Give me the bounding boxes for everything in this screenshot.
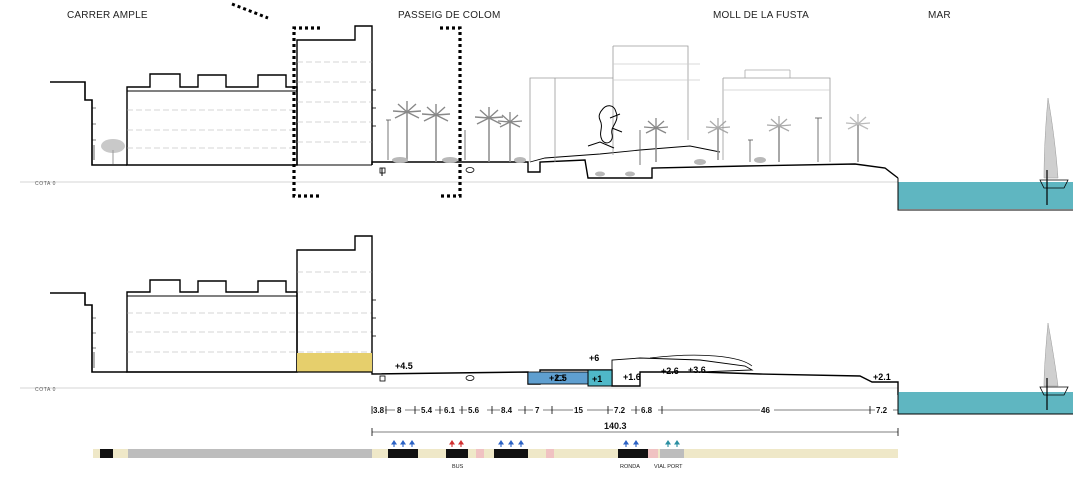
strip-gray-zone bbox=[128, 449, 372, 458]
dotted-frame-left bbox=[292, 26, 320, 198]
dimension-ticks bbox=[371, 406, 899, 414]
dim-1: 8 bbox=[397, 406, 402, 415]
lower-section: COTA 0 bbox=[20, 235, 1073, 415]
sea-lower bbox=[898, 392, 1073, 414]
dim-3: 6.1 bbox=[444, 406, 456, 415]
upper-section: COTA 0 bbox=[20, 25, 1073, 211]
street-lamps-upper bbox=[386, 117, 822, 165]
level-4-5: +4.5 bbox=[395, 361, 413, 371]
header-mar: MAR bbox=[928, 10, 951, 21]
main-building-upper bbox=[126, 73, 298, 166]
yellow-block bbox=[297, 353, 372, 372]
dimension-row: 3.8 8 5.4 6.1 5.6 8.4 7 15 7.2 6.8 46 7.… bbox=[371, 405, 899, 436]
header-passeig-de-colom: PASSEIG DE COLOM bbox=[398, 10, 500, 21]
dim-6: 7 bbox=[535, 406, 540, 415]
label-vial-port: VIAL PORT bbox=[654, 464, 683, 470]
header-carrer-ample: CARRER AMPLE bbox=[67, 10, 148, 21]
dim-5: 8.4 bbox=[501, 406, 513, 415]
level-2-6: +2.6 bbox=[661, 366, 679, 376]
sea-upper bbox=[898, 182, 1073, 209]
background-buildings bbox=[529, 45, 831, 162]
sculpture bbox=[587, 105, 623, 149]
dim-7: 15 bbox=[574, 406, 583, 415]
traffic-arrows bbox=[390, 440, 681, 447]
sail-upper bbox=[1043, 97, 1059, 179]
dim-11: 7.2 bbox=[876, 406, 888, 415]
sail-lower bbox=[1043, 322, 1059, 387]
dim-9: 6.8 bbox=[641, 406, 653, 415]
dim-10: 46 bbox=[761, 406, 770, 415]
dotted-frame-right bbox=[440, 26, 462, 198]
total-width: 140.3 bbox=[604, 421, 627, 431]
level-6: +6 bbox=[589, 353, 599, 363]
street-profile-upper bbox=[371, 159, 899, 179]
section-headers: CARRER AMPLE PASSEIG DE COLOM MOLL DE LA… bbox=[67, 10, 951, 21]
platform-cyan bbox=[587, 369, 613, 387]
level-2-5: +2.5 bbox=[549, 373, 567, 383]
level-2-1: +2.1 bbox=[873, 372, 891, 382]
level-labels: +4.5 +6 +2.5 +1 +1.6 +2.6 +3.6 +2.1 bbox=[395, 353, 891, 384]
tall-building-upper bbox=[296, 25, 373, 165]
dim-4: 5.6 bbox=[468, 406, 480, 415]
level-3-6: +3.6 bbox=[688, 365, 706, 375]
main-building-lower bbox=[126, 279, 298, 373]
left-building-lower bbox=[50, 292, 127, 373]
cota-label-lower: COTA 0 bbox=[35, 387, 56, 393]
label-ronda: RONDA bbox=[620, 464, 640, 470]
palm-trees-upper bbox=[392, 101, 871, 162]
usage-strip: BUS RONDA VIAL PORT bbox=[93, 440, 898, 470]
header-moll-de-la-fusta: MOLL DE LA FUSTA bbox=[713, 10, 809, 21]
left-building-upper bbox=[50, 81, 127, 166]
tall-building-lower bbox=[296, 235, 373, 372]
level-1-6: +1.6 bbox=[623, 372, 641, 382]
level-1: +1 bbox=[592, 374, 602, 384]
tree-left-upper bbox=[101, 139, 125, 153]
shrubs-upper bbox=[392, 157, 766, 177]
cota-label-upper: COTA 0 bbox=[35, 181, 56, 187]
dim-0: 3.8 bbox=[373, 406, 385, 415]
dotted-diagonal bbox=[231, 2, 269, 20]
label-bus: BUS bbox=[452, 464, 464, 470]
dim-8: 7.2 bbox=[614, 406, 626, 415]
dim-2: 5.4 bbox=[421, 406, 433, 415]
